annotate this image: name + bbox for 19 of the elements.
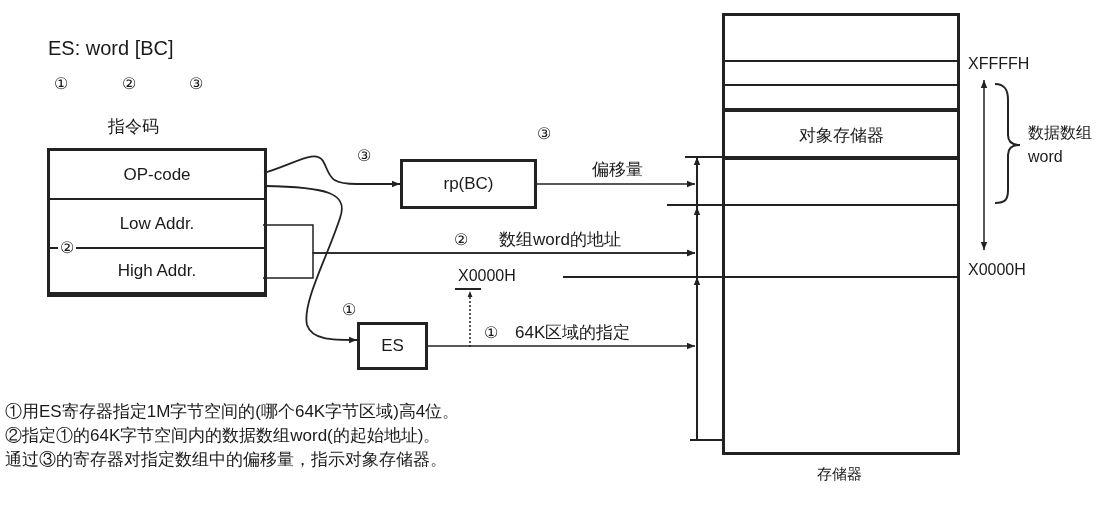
address-label: XFFFFH: [968, 54, 1030, 74]
address-label: X0000H: [458, 266, 516, 286]
table-heading: 指令码: [108, 117, 159, 137]
note-text: 通过③的寄存器对指定数组中的偏移量，指示对象存储器。: [5, 450, 447, 470]
edge-label: 偏移量: [590, 160, 645, 180]
table-row: 对象存储器: [725, 110, 957, 160]
note-text: ①用ES寄存器指定1M字节空间的(哪个64K字节区域)高4位。: [5, 402, 460, 422]
note-text: ②指定①的64K字节空间内的数据数组word(的起始地址)。: [5, 426, 441, 446]
memory-caption: 存储器: [817, 464, 862, 484]
arrow: [536, 180, 696, 188]
arrow: [262, 249, 696, 279]
arrow: [427, 342, 696, 350]
title: ES: word [BC]: [48, 38, 174, 58]
register-box: rp(BC): [400, 159, 537, 209]
bracket-label: 数据数组 word: [1028, 123, 1093, 167]
table-row: OP-code: [50, 151, 264, 200]
register-box: ES: [357, 322, 428, 370]
edge-label: 数组word的地址: [497, 230, 623, 250]
address-label: X0000H: [968, 260, 1026, 280]
